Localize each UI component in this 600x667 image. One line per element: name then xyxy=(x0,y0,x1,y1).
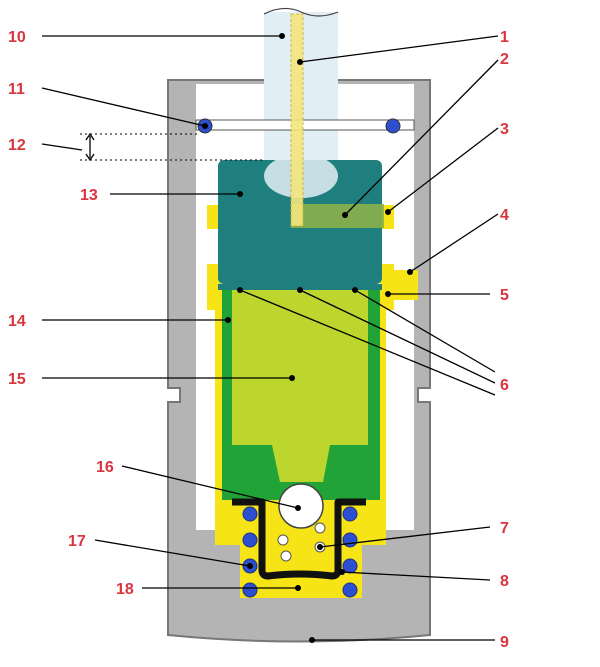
label-5: 5 xyxy=(500,287,509,304)
label-11: 11 xyxy=(8,81,25,98)
push-rod-top xyxy=(263,7,339,17)
leader-lines xyxy=(41,33,499,643)
oil-passage xyxy=(291,204,384,228)
return-spring xyxy=(242,506,358,598)
label-2: 2 xyxy=(500,51,509,68)
inner-plunger xyxy=(232,288,368,482)
label-12: 12 xyxy=(8,137,26,154)
callout-labels: 1 2 3 4 5 6 7 8 9 10 11 12 13 14 15 16 1… xyxy=(8,29,509,651)
label-9: 9 xyxy=(500,634,509,651)
label-8: 8 xyxy=(500,573,509,590)
label-15: 15 xyxy=(8,371,26,388)
label-7: 7 xyxy=(500,520,509,537)
label-14: 14 xyxy=(8,313,26,330)
retaining-ring-right xyxy=(385,118,401,134)
label-10: 10 xyxy=(8,29,26,46)
label-1: 1 xyxy=(500,29,509,46)
hole-1 xyxy=(277,534,289,546)
label-18: 18 xyxy=(116,581,134,598)
oil-channel-right xyxy=(380,288,394,520)
oil-inlet-port xyxy=(392,270,418,300)
retaining-ring-bar xyxy=(195,119,415,131)
oil-channel-left xyxy=(207,288,222,520)
rod-oil-channel xyxy=(290,13,304,227)
label-6: 6 xyxy=(500,377,509,394)
oil-groove-upper-right xyxy=(382,205,394,229)
check-ball xyxy=(278,483,324,529)
label-16: 16 xyxy=(96,459,114,476)
oil-groove-upper-left xyxy=(207,205,219,229)
check-valve-cage xyxy=(232,498,366,580)
label-3: 3 xyxy=(500,121,509,138)
label-17: 17 xyxy=(68,533,86,550)
hole-4 xyxy=(280,550,292,562)
label-13: 13 xyxy=(80,187,98,204)
hole-2 xyxy=(314,522,326,534)
label-4: 4 xyxy=(500,207,509,224)
